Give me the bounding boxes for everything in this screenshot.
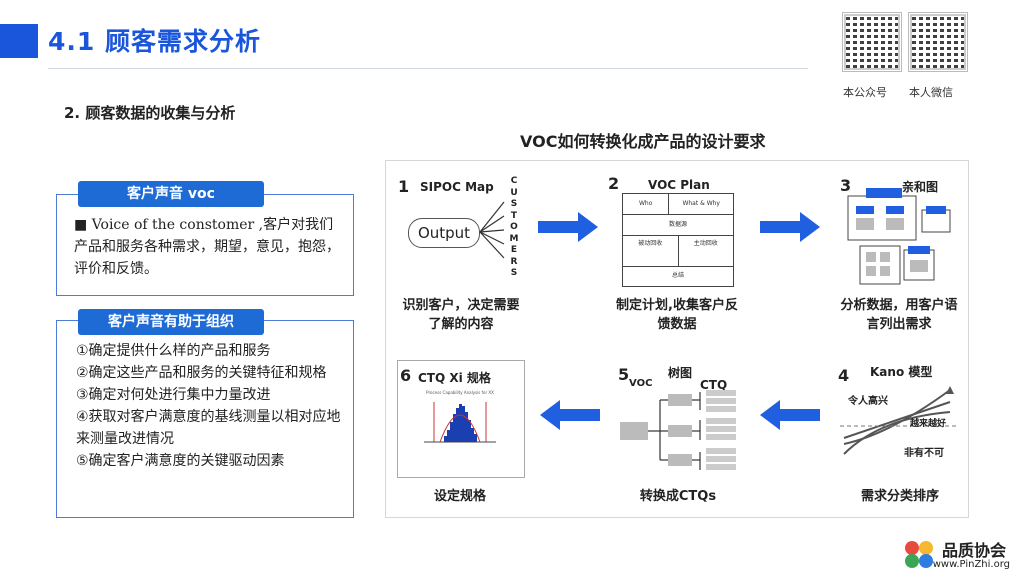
sipoc-output-node: Output — [408, 218, 480, 248]
step-5-number: 5 — [618, 365, 630, 384]
step-4-name: Kano 模型 — [870, 365, 933, 379]
voc-tag: 客户声音 voc — [78, 181, 264, 207]
list-item: ②确定这些产品和服务的关键特征和规格 — [76, 365, 327, 381]
step-4-caption: 需求分类排序 — [860, 489, 939, 504]
qr-code-icon — [844, 14, 900, 70]
figure-title: VOC如何转换化成产品的设计要求 — [520, 132, 766, 151]
kano-label-performance: 越来越好 — [910, 419, 947, 429]
help-tag: 客户声音有助于组织 — [78, 309, 264, 335]
header-divider — [48, 68, 808, 69]
step-1-number: 1 — [398, 177, 410, 196]
step-5-tree-label: 树图 — [668, 366, 693, 380]
arrow-left-icon — [540, 400, 600, 430]
step-5-ctq-label: CTQ — [700, 378, 728, 392]
qr-code-account — [842, 12, 902, 72]
help-panel — [56, 320, 354, 518]
step-6-caption: 设定规格 — [433, 489, 486, 504]
step-1-caption: 识别客户，决定需要了解的内容 — [402, 298, 520, 332]
step-2-caption: 制定计划,收集客户反馈数据 — [616, 298, 738, 332]
arrow-right-icon — [760, 212, 820, 242]
page-title: 4.1 顾客需求分析 — [48, 27, 261, 56]
voc-text: Voice of the constomer ,客户对我们产品和服务各种需求，期… — [74, 217, 340, 277]
step-2-number: 2 — [608, 174, 620, 193]
step-3-number: 3 — [840, 176, 852, 195]
tree-diagram-icon — [620, 390, 736, 470]
list-item: ①确定提供什么样的产品和服务 — [76, 343, 271, 359]
kano-label-delighter: 令人高兴 — [848, 396, 888, 407]
capability-chart-title: Process Capability Analysis for XX — [426, 390, 494, 395]
arrow-right-icon — [538, 212, 598, 242]
capability-histogram-icon — [424, 402, 496, 443]
step-3-caption: 分析数据，用客户语言列出需求 — [840, 298, 958, 332]
step-5-caption: 转换成CTQs — [639, 489, 717, 504]
sipoc-arrows-icon — [479, 201, 505, 259]
logo-url: www.PinZhi.org — [932, 559, 1010, 570]
voc-panel — [56, 194, 354, 296]
help-list: ①确定提供什么样的产品和服务 ②确定这些产品和服务的关键特征和规格 ③确定对何处… — [76, 340, 344, 472]
arrow-left-icon — [760, 400, 820, 430]
list-item: ④获取对客户满意度的基线测量以相对应地来测量改进情况 — [76, 409, 341, 447]
qr-code-icon — [910, 14, 966, 70]
step-4-number: 4 — [838, 366, 850, 385]
qr-caption-wechat: 本人微信 — [909, 86, 953, 99]
step-5-subscript: VOC — [629, 378, 653, 389]
step-2-name: VOC Plan — [648, 178, 710, 192]
step-6-number: 6 — [400, 366, 412, 385]
step-6-name: CTQ Xi 规格 — [418, 371, 491, 385]
logo-name: 品质协会 — [941, 541, 1006, 560]
section-subtitle: 2. 顾客数据的收集与分析 — [64, 104, 236, 122]
qr-caption-account: 本公众号 — [843, 86, 887, 99]
ctq-spec-frame — [397, 360, 525, 478]
voc-plan-table: Who What & Why 数据源 被动回收 主动回收 总结 — [622, 193, 734, 287]
qr-code-wechat — [908, 12, 968, 72]
pinzhi-logo-icon — [905, 541, 933, 568]
list-item: ③确定对何处进行集中力量改进 — [76, 387, 271, 403]
step-3-name: 亲和图 — [902, 180, 939, 194]
kano-label-must-be: 非有不可 — [904, 448, 944, 459]
list-item: ⑤确定客户满意度的关键驱动因素 — [76, 453, 285, 469]
kano-model-icon — [840, 386, 956, 455]
voc-description: ■ Voice of the constomer ,客户对我们产品和服务各种需求… — [74, 214, 346, 280]
step-1-name: SIPOC Map — [420, 180, 494, 194]
bullet-icon: ■ — [74, 217, 88, 233]
affinity-diagram-icon — [847, 188, 951, 285]
title-accent-bar — [0, 24, 38, 58]
